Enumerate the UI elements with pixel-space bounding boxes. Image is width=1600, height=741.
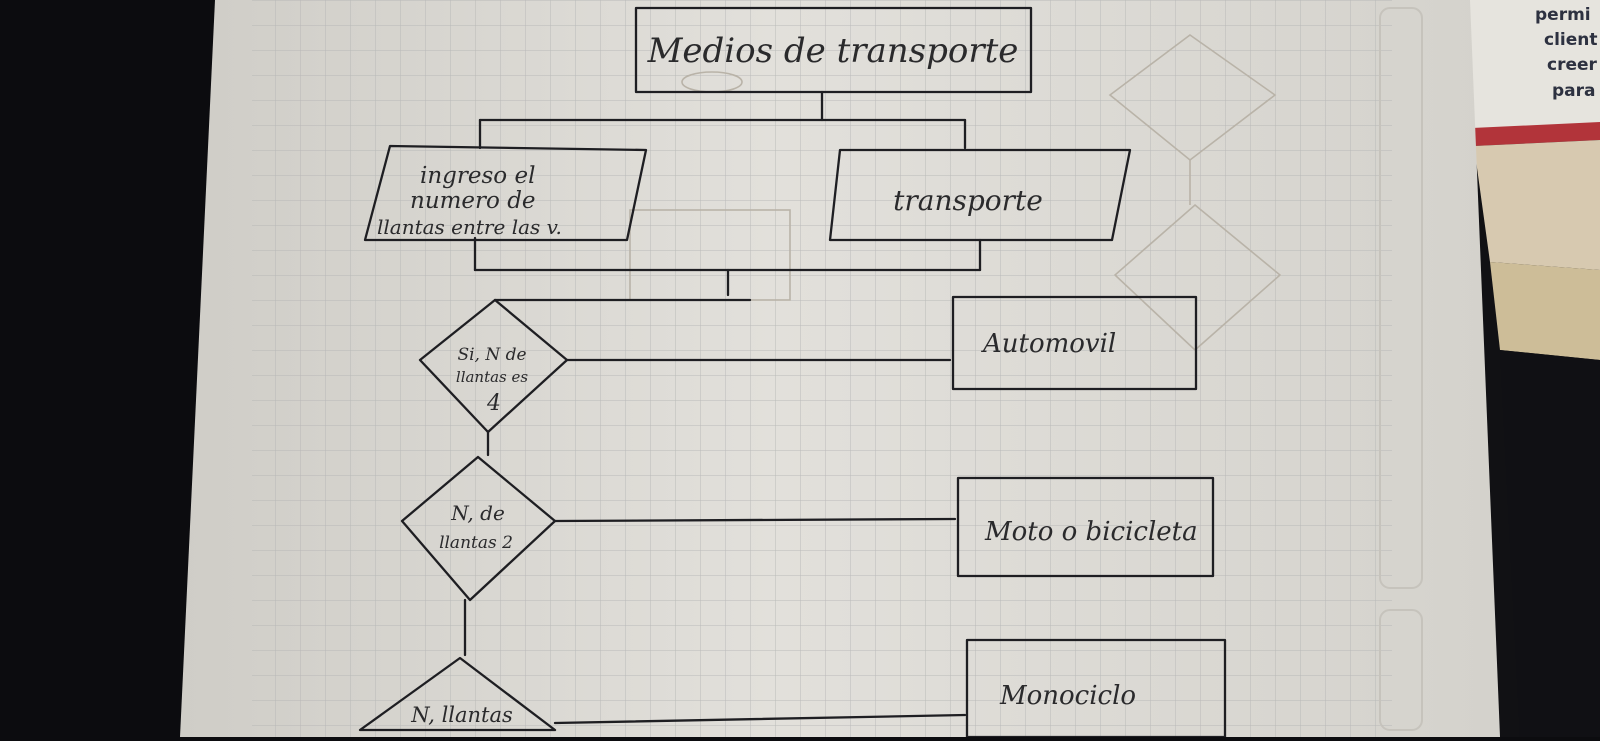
decision-1-line-3: 4 <box>486 391 501 416</box>
input-line-3: llantas entre las v. <box>377 215 562 239</box>
decision-2-line-2: llantas 2 <box>439 533 513 553</box>
title-box <box>634 6 1033 94</box>
edge-text-1: permi <box>1535 5 1591 25</box>
decision-1-line-1: Si, N de <box>457 345 526 365</box>
decision-1-line-2: llantas es <box>456 368 529 386</box>
result-2-label: Moto o bicicleta <box>984 517 1198 547</box>
grid-area <box>252 0 1392 737</box>
background-red-band <box>1472 122 1600 146</box>
output-label: transporte <box>893 184 1043 217</box>
input-line-2: numero de <box>410 188 536 214</box>
output-parallelogram <box>828 148 1132 242</box>
decision-diamond-1 <box>418 298 569 434</box>
connector-lines <box>463 90 982 725</box>
decision-3-line-1: N, llantas <box>410 703 513 727</box>
flowchart-title: Medios de transporte <box>647 31 1019 71</box>
input-parallelogram <box>363 144 648 242</box>
decision-diamond-2 <box>400 455 557 602</box>
result-3-label: Monociclo <box>999 681 1136 711</box>
input-line-1: ingreso el <box>420 163 535 189</box>
background-paper-edge <box>1470 0 1600 130</box>
result-box-2 <box>956 476 1215 578</box>
edge-text-4: para <box>1552 81 1596 101</box>
edge-text-2: client <box>1544 30 1598 50</box>
decision-2-line-1: N, de <box>450 501 505 525</box>
binder-holes <box>1379 7 1423 589</box>
edge-text-3: creer <box>1547 55 1598 75</box>
decision-diamond-3 <box>358 656 557 732</box>
result-1-label: Automovil <box>981 329 1116 359</box>
result-box-1 <box>951 295 1198 391</box>
